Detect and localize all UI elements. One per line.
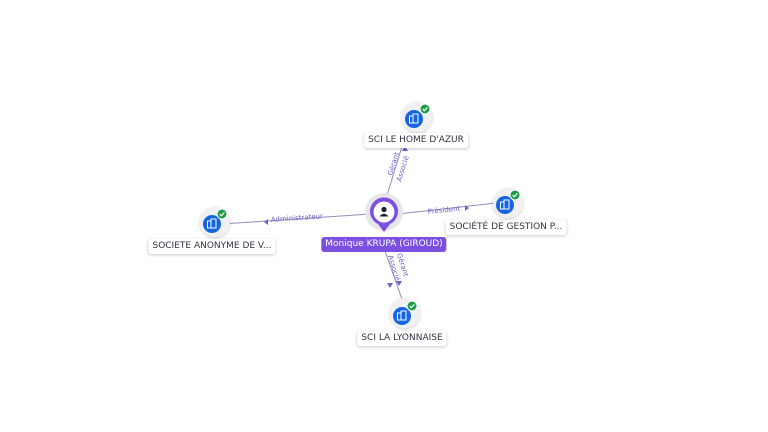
edge-left[interactable] bbox=[221, 213, 371, 225]
edge-right[interactable] bbox=[397, 202, 497, 215]
company-node-left[interactable] bbox=[200, 207, 230, 237]
building-icon bbox=[397, 310, 407, 321]
edge-label-left: Administrateur bbox=[271, 212, 324, 224]
company-node-bottom[interactable] bbox=[390, 298, 420, 328]
building-icon bbox=[409, 113, 419, 124]
building-icon bbox=[500, 199, 510, 210]
edge-bottom[interactable] bbox=[383, 247, 405, 306]
arrow-bottom-2 bbox=[396, 281, 402, 286]
node-label-bottom[interactable]: SCI LA LYONNAISE bbox=[357, 331, 447, 346]
center-node[interactable] bbox=[365, 193, 403, 232]
person-icon bbox=[379, 206, 389, 217]
node-label-right[interactable]: SOCIÉTÉ DE GESTION P... bbox=[445, 220, 567, 235]
node-label-left[interactable]: SOCIETE ANONYME DE V... bbox=[148, 239, 276, 254]
arrow-right bbox=[465, 205, 469, 211]
building-icon bbox=[207, 218, 217, 229]
check-icon bbox=[219, 211, 225, 217]
check-icon bbox=[409, 303, 415, 309]
check-icon bbox=[512, 192, 518, 198]
company-node-right[interactable] bbox=[493, 188, 523, 218]
edge-label-right: Président bbox=[427, 205, 461, 216]
arrow-bottom-1 bbox=[387, 283, 393, 288]
node-label-top[interactable]: SCI LE HOME D'AZUR bbox=[364, 133, 468, 148]
arrow-top bbox=[402, 146, 408, 151]
check-icon bbox=[422, 106, 428, 112]
company-node-top[interactable] bbox=[402, 102, 432, 132]
center-label[interactable]: Monique KRUPA (GIROUD) bbox=[321, 237, 447, 252]
arrow-left bbox=[264, 219, 268, 225]
